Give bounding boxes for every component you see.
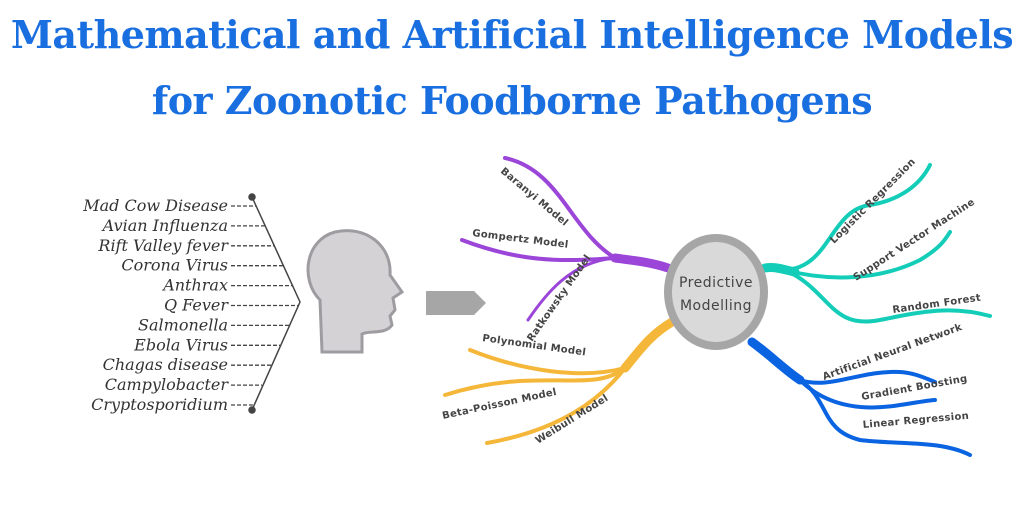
disease-item: Salmonella xyxy=(138,315,228,334)
label-linear-regression: Linear Regression xyxy=(862,411,969,431)
disease-item: Q Fever xyxy=(164,296,229,315)
center-label-1: Predictive xyxy=(679,275,753,291)
disease-item: Chagas disease xyxy=(103,355,228,374)
disease-item: Ebola Virus xyxy=(133,335,228,354)
label-ratkowsky: Ratkowsky Model xyxy=(525,253,593,344)
title-line-1: Mathematical and Artificial Intelligence… xyxy=(10,12,1014,57)
disease-item: Cryptosporidium xyxy=(91,395,228,414)
disease-item: Mad Cow Disease xyxy=(82,196,228,215)
disease-item: Corona Virus xyxy=(121,256,228,275)
label-gradient-boosting: Gradient Boosting xyxy=(861,373,969,403)
disease-item: Anthrax xyxy=(161,276,228,295)
label-weibull: Weibull Model xyxy=(534,393,611,447)
label-logistic: Logistic Regression xyxy=(828,156,918,246)
title-line-2: for Zoonotic Foodborne Pathogens xyxy=(151,78,873,123)
disease-item: Rift Valley fever xyxy=(97,236,229,255)
branch-orange xyxy=(443,317,677,445)
arrow-icon xyxy=(426,291,486,315)
disease-item: Avian Influenza xyxy=(101,216,228,235)
center-label-2: Modelling xyxy=(680,298,752,314)
branch-blue xyxy=(747,337,972,457)
branch-teal xyxy=(760,163,992,324)
head-icon xyxy=(306,229,405,354)
center-node: Predictive Modelling xyxy=(664,234,768,350)
branch-purple xyxy=(460,156,673,322)
bracket xyxy=(248,193,301,414)
disease-item: Campylobacter xyxy=(105,375,230,394)
